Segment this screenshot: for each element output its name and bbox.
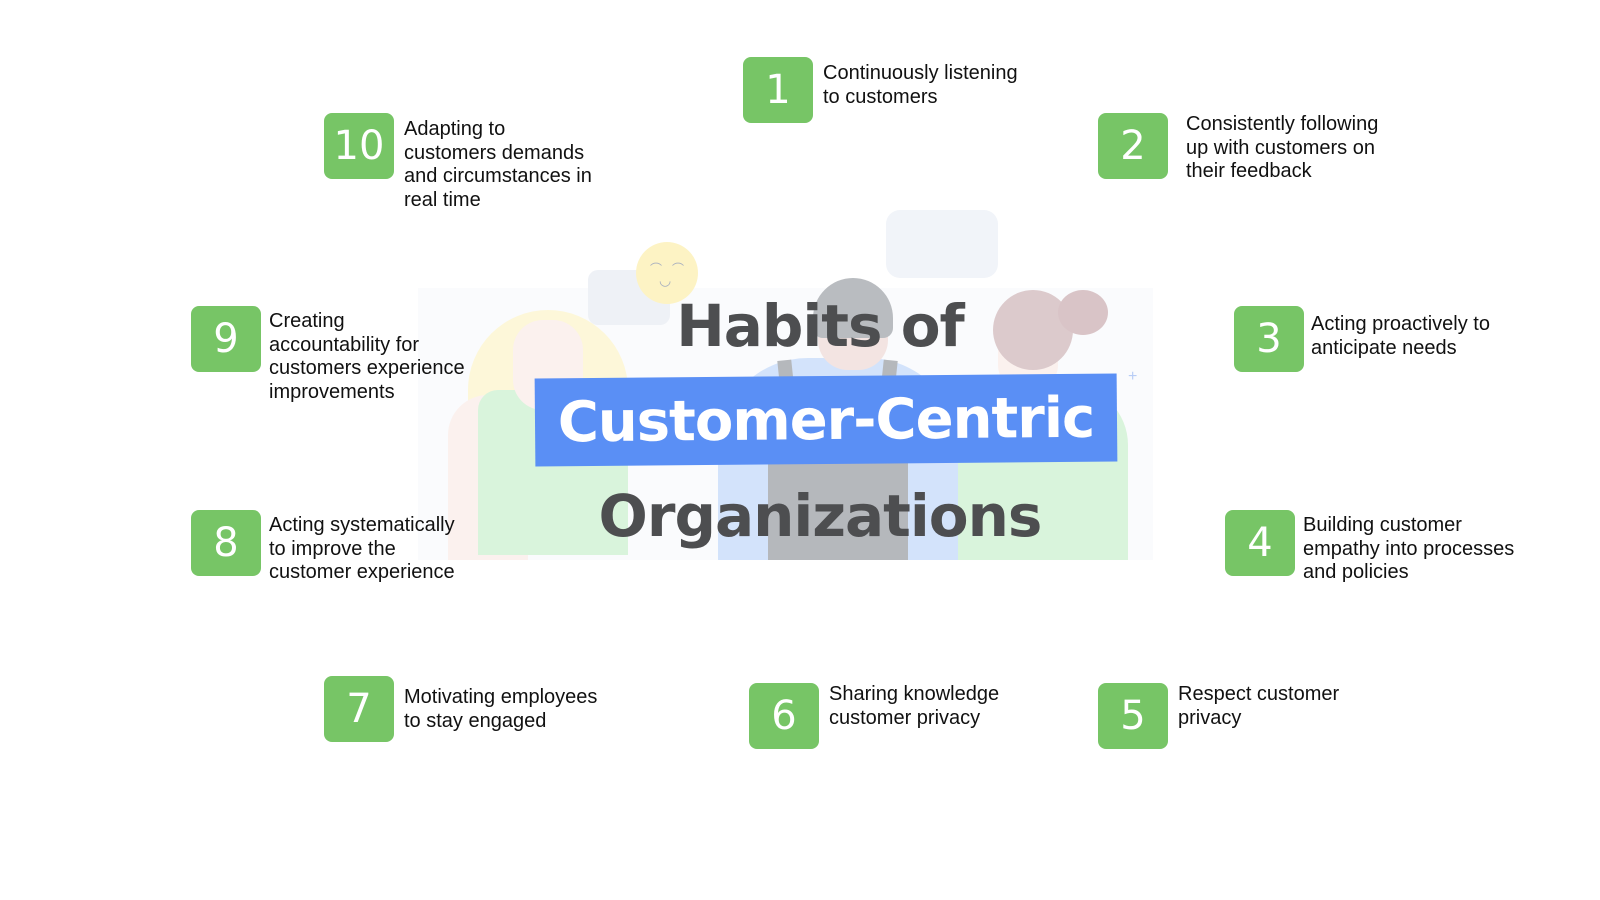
habit-text: Acting proactively to anticipate needs [1311, 313, 1490, 359]
habit-text: Continuously listening to customers [823, 62, 1018, 108]
smiley-eyes: ⌒⌒ [650, 262, 695, 276]
habit-number-badge: 4 [1225, 510, 1295, 576]
habit-item-9: 9 Creating accountability for customers … [191, 306, 465, 404]
woman-right-hair-bun [1058, 290, 1108, 335]
speech-bubble-icon [886, 210, 998, 278]
habit-text: Acting systematically to improve the cus… [269, 514, 455, 583]
title-banner: Customer-Centric [534, 373, 1118, 467]
habit-number-badge: 1 [743, 57, 813, 123]
habit-item-6: 6 Sharing knowledge customer privacy [749, 683, 999, 749]
habit-number-badge: 9 [191, 306, 261, 372]
title-line-2: Customer-Centric [557, 385, 1095, 456]
habit-number-badge: 5 [1098, 683, 1168, 749]
habit-item-8: 8 Acting systematically to improve the c… [191, 510, 455, 585]
habit-text: Motivating employees to stay engaged [404, 686, 598, 732]
habit-item-10: 10 Adapting to customers demands and cir… [324, 113, 592, 212]
habit-number-badge: 8 [191, 510, 261, 576]
habit-text: Building customer empathy into processes… [1303, 514, 1515, 583]
man-apron [768, 460, 908, 560]
habit-item-4: 4 Building customer empathy into process… [1225, 510, 1514, 585]
habit-number-badge: 2 [1098, 113, 1168, 179]
title-line-1: Habits of [676, 292, 965, 360]
habit-number-badge: 7 [324, 676, 394, 742]
habit-item-3: 3 Acting proactively to anticipate needs [1234, 306, 1490, 372]
habit-item-1: 1 Continuously listening to customers [743, 57, 1018, 123]
habit-text: Adapting to customers demands and circum… [404, 118, 592, 211]
habit-text: Creating accountability for customers ex… [269, 310, 465, 403]
habit-item-7: 7 Motivating employees to stay engaged [324, 676, 597, 742]
habit-number-badge: 6 [749, 683, 819, 749]
title-line-3: Organizations [598, 482, 1043, 550]
smiley-face-icon: ⌒⌒ ◡ [636, 242, 698, 304]
habit-text: Consistently following up with customers… [1186, 113, 1379, 182]
habit-text: Respect customer privacy [1178, 683, 1340, 729]
habit-item-2: 2 Consistently following up with custome… [1098, 113, 1378, 184]
man-hair [813, 278, 893, 338]
sparkle-icon: + [1128, 368, 1138, 385]
habit-item-5: 5 Respect customer privacy [1098, 683, 1339, 749]
habit-text: Sharing knowledge customer privacy [829, 683, 1000, 729]
smiley-mouth: ◡ [659, 272, 672, 288]
habit-number-badge: 3 [1234, 306, 1304, 372]
habit-number-badge: 10 [324, 113, 394, 179]
